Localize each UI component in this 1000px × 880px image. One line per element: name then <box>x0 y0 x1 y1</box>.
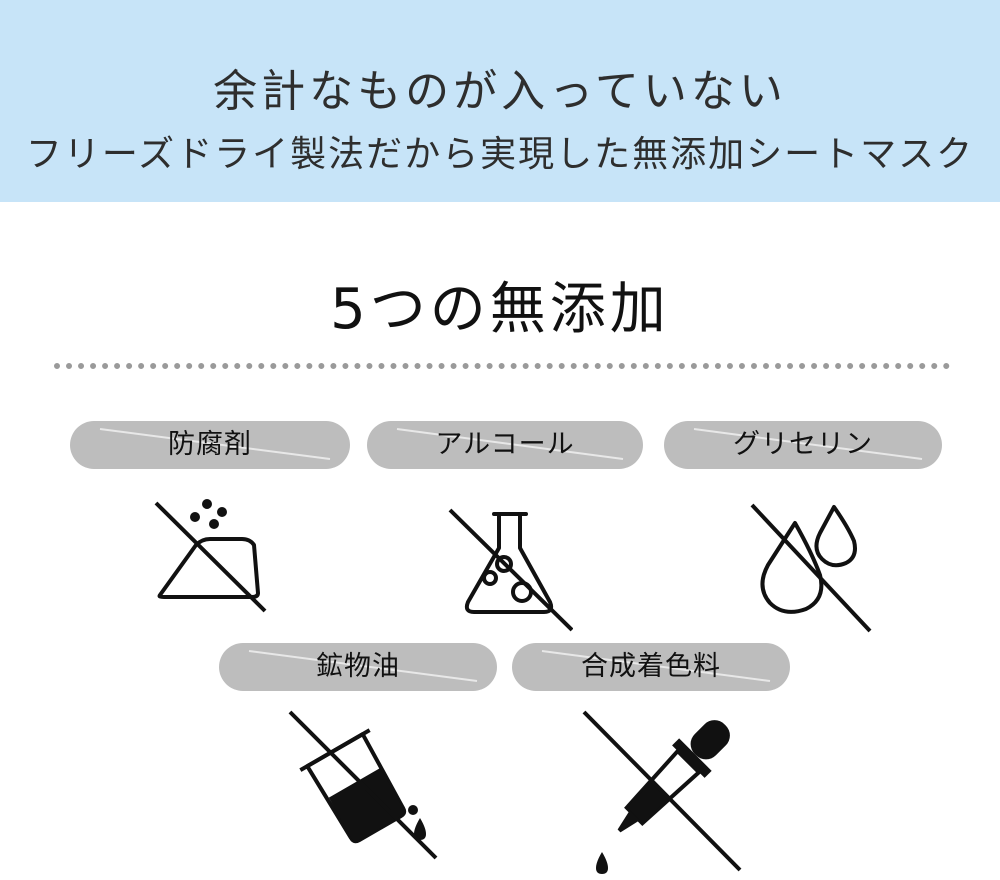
pill-label: アルコール <box>435 429 575 460</box>
pill-slash-decoration <box>693 428 923 460</box>
dotted-divider <box>54 363 950 369</box>
pill-preservative: 防腐剤 <box>70 421 350 469</box>
pill-alcohol: アルコール <box>367 421 643 469</box>
pill-slash-decoration <box>396 428 624 460</box>
pill-slash-decoration <box>99 428 331 460</box>
section-title: 5つの無添加 <box>330 277 670 342</box>
pill-label: グリセリン <box>733 429 873 460</box>
pill-slash-decoration <box>248 650 478 682</box>
no-mineral-oil-beaker-icon <box>288 710 438 860</box>
header-banner: 余計なものが入っていない フリーズドライ製法だから実現した無添加シートマスク <box>0 0 1000 202</box>
pill-label: 合成着色料 <box>581 651 721 682</box>
no-synthetic-color-dropper-icon <box>582 710 742 874</box>
no-glycerin-drops-icon <box>750 503 872 633</box>
no-preservative-icon <box>154 499 267 613</box>
banner-subheadline: フリーズドライ製法だから実現した無添加シートマスク <box>25 134 975 175</box>
pill-synthetic-color: 合成着色料 <box>512 643 790 691</box>
no-alcohol-flask-icon <box>448 508 573 632</box>
pill-label: 防腐剤 <box>168 429 252 460</box>
pill-label: 鉱物油 <box>316 651 400 682</box>
pill-glycerin: グリセリン <box>664 421 942 469</box>
pill-mineral-oil: 鉱物油 <box>219 643 497 691</box>
banner-headline: 余計なものが入っていない <box>213 66 787 117</box>
pill-slash-decoration <box>541 650 771 682</box>
